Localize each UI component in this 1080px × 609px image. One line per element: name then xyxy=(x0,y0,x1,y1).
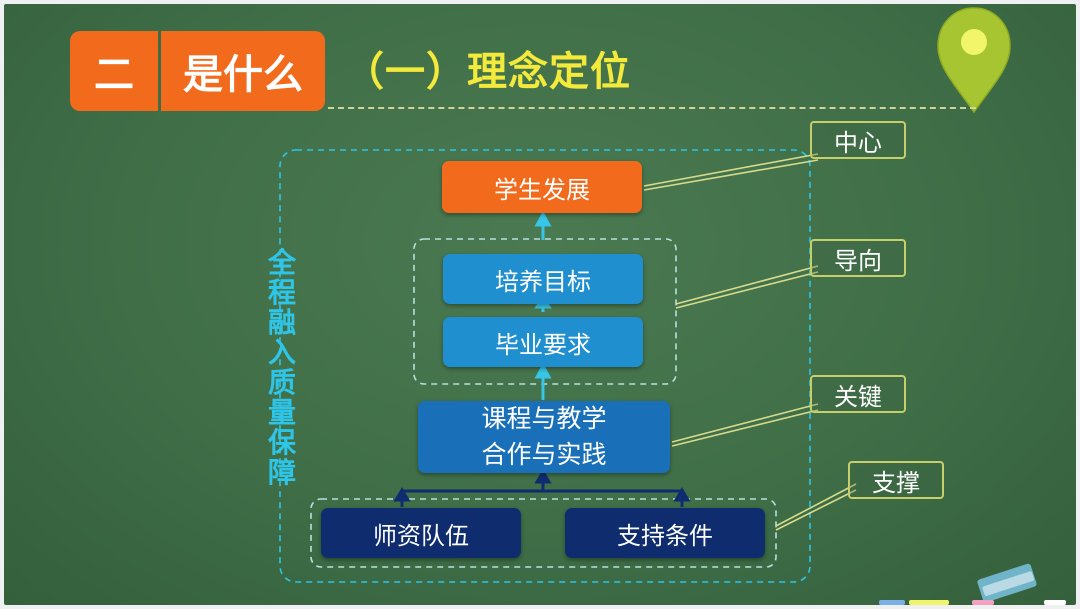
header-divider xyxy=(328,107,976,109)
diagram-connectors xyxy=(279,7,1066,605)
course-box-line2: 合作与实践 xyxy=(481,440,607,469)
section-number-badge: 二 xyxy=(70,31,158,111)
graduation-requirement-box: 毕业要求 xyxy=(443,317,643,367)
eraser-icon xyxy=(977,563,1037,603)
chalkboard-background: 二 是什么 （一）理念定位 学生发展 培养目标 毕业要求 课程与教学 合作与实践… xyxy=(4,4,1076,605)
chalk-icon xyxy=(879,600,1066,605)
tag-key: 关键 xyxy=(810,375,906,413)
support-dashed-group xyxy=(310,498,777,568)
tag-support: 支撑 xyxy=(848,461,944,499)
training-goal-box: 培养目标 xyxy=(443,254,643,304)
map-pin-icon xyxy=(937,7,1011,114)
page-subtitle: （一）理念定位 xyxy=(344,49,631,95)
student-development-box: 学生发展 xyxy=(442,161,642,213)
callout-lines xyxy=(643,153,857,531)
teaching-staff-box: 师资队伍 xyxy=(321,508,521,558)
tag-guide: 导向 xyxy=(810,239,906,277)
course-box-line1: 课程与教学 xyxy=(481,404,607,433)
tag-center: 中心 xyxy=(810,121,906,159)
quality-assurance-label: 全程融入质量保障 xyxy=(267,246,296,489)
course-teaching-box: 课程与教学 合作与实践 xyxy=(418,401,670,473)
support-arrows xyxy=(393,469,691,507)
support-conditions-box: 支持条件 xyxy=(565,508,765,558)
section-title-badge: 是什么 xyxy=(161,31,325,111)
guide-dashed-group xyxy=(413,238,677,385)
flow-arrows xyxy=(534,210,552,400)
